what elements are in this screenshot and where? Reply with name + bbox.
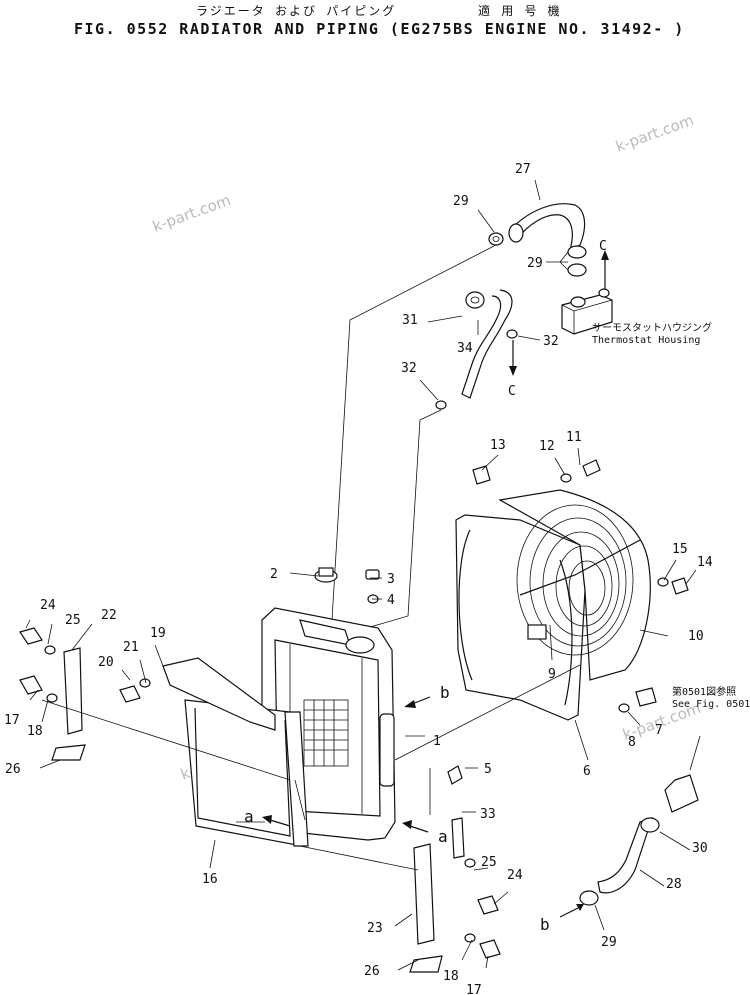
- see-fig-jp-label: 第0501図参照: [672, 685, 736, 698]
- washers: [367, 329, 518, 604]
- part-number-3: 3: [387, 572, 395, 587]
- fan-shroud: [455, 489, 651, 721]
- part-number-17-left: 17: [4, 713, 20, 728]
- bracket-left: [19, 627, 151, 761]
- watermark-1: k-part.com: [150, 191, 233, 236]
- connection-line: [331, 244, 497, 621]
- part-number-26-left: 26: [5, 762, 21, 777]
- part-number-7: 7: [655, 723, 663, 738]
- part-number-13: 13: [490, 438, 506, 453]
- part-number-14: 14: [697, 555, 713, 570]
- part-number-20: 20: [98, 655, 114, 670]
- ref-letter-c-top: C: [599, 239, 607, 254]
- radiator-cap: [314, 567, 338, 583]
- part-number-29-top: 29: [453, 194, 469, 209]
- part-number-18-left: 18: [27, 724, 43, 739]
- part-number-11: 11: [566, 430, 582, 445]
- bypass-tube: [461, 289, 513, 399]
- part-number-31: 31: [402, 313, 418, 328]
- part-number-10: 10: [688, 629, 704, 644]
- part-number-15: 15: [672, 542, 688, 557]
- part-number-19: 19: [150, 626, 166, 641]
- plug: [365, 569, 380, 580]
- part-number-23: 23: [367, 921, 383, 936]
- bracket-bottom: [409, 765, 501, 973]
- part-number-34: 34: [457, 341, 473, 356]
- upper-hose: [508, 203, 586, 252]
- fan-guard: [516, 504, 641, 656]
- part-number-28: 28: [666, 877, 682, 892]
- part-number-labels: 1 2 3 4 5 6 7 8 9 10 11 12 13 14 15 16 1…: [4, 162, 713, 995]
- japanese-title: ラジエータ および パイピング: [196, 4, 397, 18]
- part-number-29-thermostat: 29: [527, 256, 543, 271]
- reference-letters: C C b b a a: [244, 239, 607, 934]
- ref-letter-a-right: a: [438, 827, 448, 846]
- part-number-25-bottom: 25: [481, 855, 497, 870]
- part-number-24-bottom: 24: [507, 868, 523, 883]
- side-frame: [162, 657, 309, 847]
- ref-letter-c-bottom: C: [508, 384, 516, 399]
- part-number-21: 21: [123, 640, 139, 655]
- japanese-model-label: 適 用 号 機: [478, 4, 562, 18]
- connection-line: [294, 779, 306, 821]
- ref-letter-b-bottom: b: [540, 915, 550, 934]
- part-number-6: 6: [583, 764, 591, 779]
- connection-line: [41, 699, 291, 781]
- part-number-17-bottom: 17: [466, 983, 482, 995]
- connection-line: [299, 845, 419, 871]
- part-number-25-left: 25: [65, 613, 81, 628]
- part-number-27: 27: [515, 162, 531, 177]
- part-number-1: 1: [433, 734, 441, 749]
- see-fig-label: See Fig. 0501: [672, 699, 750, 710]
- part-number-26-bottom: 26: [364, 964, 380, 979]
- ref-letter-a-left: a: [244, 807, 254, 826]
- figure-header: ラジエータ および パイピング 適 用 号 機 FIG. 0552 RADIAT…: [0, 0, 750, 40]
- part-number-32-bottom: 32: [401, 361, 417, 376]
- part-number-5: 5: [484, 762, 492, 777]
- ref-letter-b-top: b: [440, 683, 450, 702]
- part-number-9: 9: [548, 667, 556, 682]
- thermostat-housing: [561, 288, 613, 335]
- connection-line: [359, 409, 442, 631]
- part-number-32-top: 32: [543, 334, 559, 349]
- part-number-4: 4: [387, 593, 395, 608]
- shroud-bolts: [472, 459, 689, 713]
- part-number-30: 30: [692, 841, 708, 856]
- part-number-24-left: 24: [40, 598, 56, 613]
- part-number-16: 16: [202, 872, 218, 887]
- lower-hose: [579, 735, 701, 906]
- part-number-18-bottom: 18: [443, 969, 459, 984]
- part-number-33: 33: [480, 807, 496, 822]
- part-number-12: 12: [539, 439, 555, 454]
- part-number-22: 22: [101, 608, 117, 623]
- part-number-29-bottom: 29: [601, 935, 617, 950]
- figure-title: FIG. 0552 RADIATOR AND PIPING (EG275BS E…: [74, 20, 685, 38]
- leader-lines: [25, 179, 697, 971]
- connection-line: [394, 664, 581, 761]
- part-number-8: 8: [628, 735, 636, 750]
- thermostat-housing-label: Thermostat Housing: [592, 335, 700, 346]
- watermark-2: k-part.com: [613, 111, 696, 156]
- arrow-markers: [262, 250, 609, 918]
- thermostat-housing-jp-label: サーモスタットハウジング: [592, 321, 712, 334]
- part-number-2: 2: [270, 567, 278, 582]
